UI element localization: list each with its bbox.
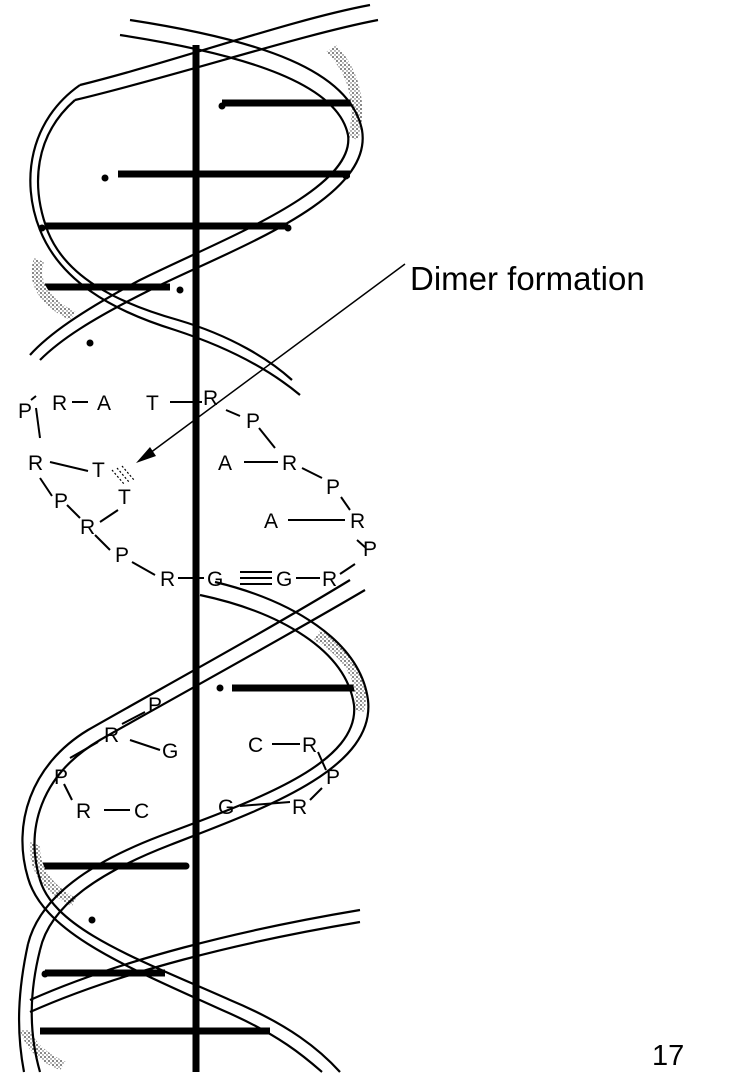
- base-letter: R: [28, 452, 43, 475]
- base-letter: R: [302, 734, 317, 757]
- base-letter: P: [326, 766, 340, 789]
- base-letters: P R A T R P R T T P R P R A R P A R P G …: [18, 387, 377, 823]
- callout-arrow: [136, 263, 406, 463]
- base-letter: R: [160, 568, 175, 591]
- base-letter: C: [134, 800, 149, 823]
- base-letter: R: [322, 568, 337, 591]
- backbone-phosphate-dots: [38, 102, 350, 978]
- base-letter: G: [162, 740, 178, 763]
- lower-base-pair-rungs: [40, 684, 355, 1035]
- base-letter: G: [218, 796, 234, 819]
- base-letter: R: [76, 800, 91, 823]
- base-letter: A: [97, 392, 111, 415]
- base-letter: P: [363, 538, 377, 561]
- base-letter: G: [207, 568, 223, 591]
- dimer-formation-label: Dimer formation: [410, 260, 645, 297]
- base-letter: R: [52, 392, 67, 415]
- base-letter: R: [80, 516, 95, 539]
- base-letter: P: [326, 476, 340, 499]
- unwound-region-bonds: [30, 395, 367, 579]
- base-letter: P: [18, 400, 32, 423]
- base-letter: R: [282, 452, 297, 475]
- thymine-dimer-crosslink: [111, 465, 135, 485]
- base-letter: R: [203, 387, 218, 410]
- base-letter: A: [264, 510, 278, 533]
- base-letter: T: [92, 459, 105, 482]
- base-letter: P: [115, 544, 129, 567]
- base-letter: C: [248, 734, 263, 757]
- base-letter: P: [54, 766, 68, 789]
- base-letter: R: [104, 724, 119, 747]
- base-letter: G: [276, 568, 292, 591]
- base-letter: P: [54, 490, 68, 513]
- base-letter: T: [146, 392, 159, 415]
- page-number: 17: [652, 1040, 684, 1072]
- base-letter: R: [292, 796, 307, 819]
- triple-bond: [240, 571, 272, 585]
- base-letter: P: [148, 694, 162, 717]
- base-letter: R: [350, 510, 365, 533]
- base-letter: P: [246, 410, 260, 433]
- lower-backbone-ribbons: [17, 579, 370, 1073]
- base-letter: T: [118, 486, 131, 509]
- lower-region-bonds: [63, 711, 327, 811]
- upper-backbone-ribbons: [29, 3, 379, 396]
- upper-base-pair-rungs: [36, 99, 358, 291]
- base-letter: A: [218, 452, 232, 475]
